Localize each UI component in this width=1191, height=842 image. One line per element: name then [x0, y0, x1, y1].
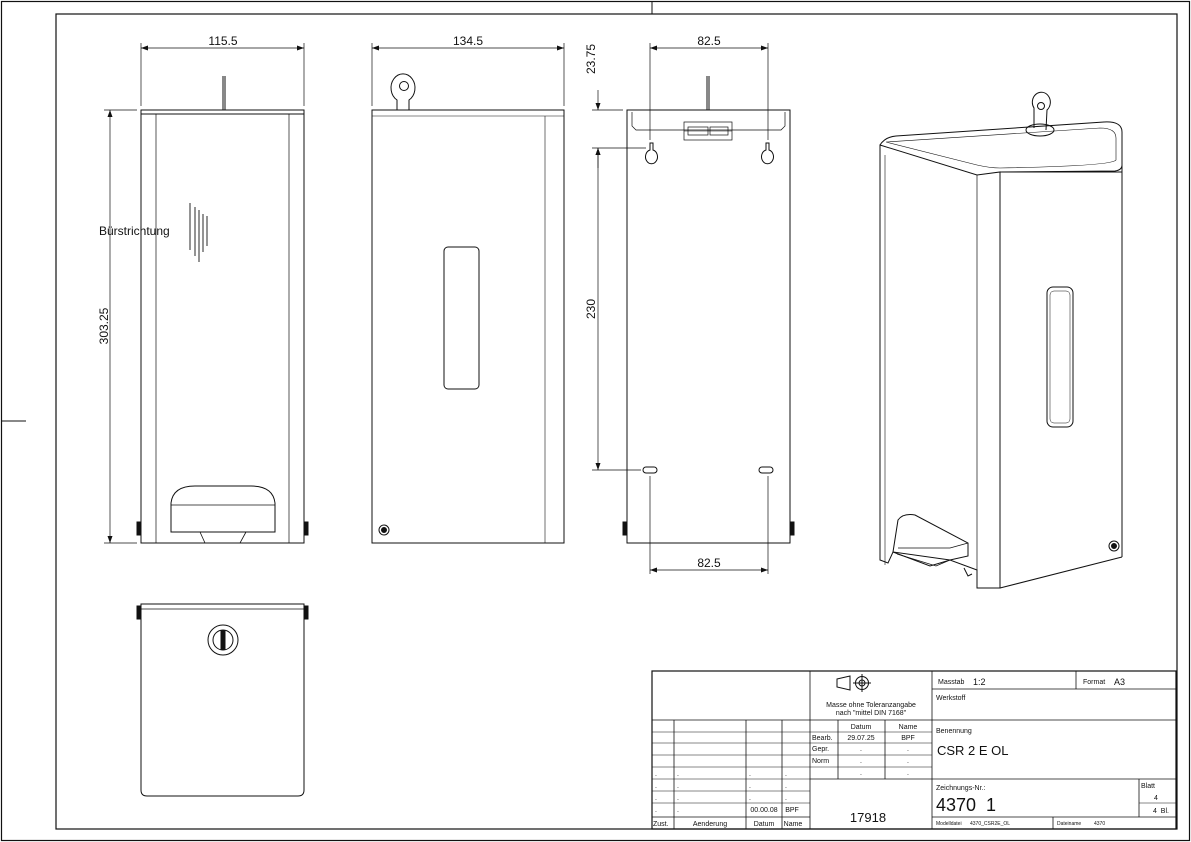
rev-dot-5: . — [655, 783, 657, 790]
blank-name: . — [907, 770, 909, 777]
footer-name: Name — [784, 821, 803, 828]
werkstoff-label: Werkstoff — [936, 695, 965, 702]
dim-back-top-offset: 23.75 — [584, 44, 598, 74]
isometric-view — [879, 91, 1123, 589]
dim-front-width: 115.5 — [208, 34, 237, 48]
brush-direction-marks — [189, 203, 208, 262]
back-view — [622, 76, 795, 544]
rev-dot-10: . — [677, 795, 679, 802]
masstab-value: 1:2 — [973, 677, 986, 687]
bearb-label: Bearb. — [812, 735, 833, 742]
col-datum-header: Datum — [851, 724, 872, 731]
modelldatei-label: Modelldatei — [936, 821, 962, 827]
front-view — [136, 76, 309, 544]
bottom-view — [136, 603, 309, 797]
footer-aenderung: Aenderung — [693, 821, 727, 828]
gepr-datum: . — [860, 746, 862, 753]
rev-dot-13: . — [655, 807, 657, 814]
benennung-label: Benennung — [936, 728, 972, 735]
title-block-text: Masse ohne Toleranzangabe nach "mittel D… — [653, 677, 1169, 828]
format-label: Format — [1083, 679, 1105, 686]
dateiname-value: 4370 — [1094, 821, 1105, 827]
rev-dot-11: . — [749, 795, 751, 802]
dim-back-hole-spacing: 230 — [584, 299, 598, 319]
norm-name: . — [907, 758, 909, 765]
rev-dot-7: . — [749, 783, 751, 790]
blank-datum: . — [860, 770, 862, 777]
front-dimensions — [104, 43, 305, 544]
zeichnung-value: 4370 1 — [936, 795, 996, 815]
gepr-name: . — [907, 746, 909, 753]
masstab-label: Masstab — [938, 679, 965, 686]
side-view — [371, 73, 565, 544]
footer-datum: Datum — [754, 821, 775, 828]
modelldatei-value: 4370_CSR2E_OL — [970, 821, 1010, 827]
rev-dot-14: . — [677, 807, 679, 814]
dim-front-height: 303.25 — [97, 307, 111, 344]
rev-dot-2: . — [677, 771, 679, 778]
norm-datum: . — [860, 758, 862, 765]
bearb-name: BPF — [901, 735, 915, 742]
blatt-total: 4 Bl. — [1153, 808, 1169, 815]
rev-dot-8: . — [785, 783, 787, 790]
bearb-datum: 29.07.25 — [847, 735, 874, 742]
keyhole-hanger-right — [761, 142, 774, 165]
rev-dot-4: . — [785, 771, 787, 778]
footer-zust: Zust. — [653, 821, 669, 828]
tolerance-note-line1: Masse ohne Toleranzangabe — [826, 702, 916, 709]
rev-datum: 00.00.08 — [750, 807, 777, 814]
dim-back-width-bottom: 82.5 — [697, 556, 721, 570]
rev-dot-1: . — [655, 771, 657, 778]
col-name-header: Name — [899, 724, 918, 731]
back-dimensions — [592, 43, 769, 574]
dim-back-width-top: 82.5 — [697, 34, 721, 48]
gepr-label: Gepr. — [812, 746, 829, 753]
rev-dot-9: . — [655, 795, 657, 802]
brush-direction-label: Bürstrichtung — [99, 224, 170, 238]
benennung-value: CSR 2 E OL — [937, 743, 1009, 758]
blatt-label: Blatt — [1141, 783, 1155, 790]
rev-dot-6: . — [677, 783, 679, 790]
rev-dot-3: . — [749, 771, 751, 778]
tolerance-note-line2: nach "mittel DIN 7168" — [836, 710, 907, 717]
dateiname-label: Dateiname — [1057, 821, 1081, 827]
document-number: 17918 — [850, 810, 886, 825]
format-value: A3 — [1114, 677, 1125, 687]
blatt-value: 4 — [1154, 795, 1158, 802]
zeichnung-label: Zeichnungs-Nr.: — [936, 785, 985, 792]
keyhole-hanger-left — [645, 142, 658, 165]
rev-name: BPF — [785, 807, 799, 814]
projection-symbol-icon — [836, 674, 871, 692]
rev-dot-12: . — [785, 795, 787, 802]
title-block — [651, 670, 1177, 830]
dim-side-width: 134.5 — [453, 34, 483, 48]
norm-label: Norm — [812, 758, 829, 765]
side-dimensions — [371, 43, 565, 106]
